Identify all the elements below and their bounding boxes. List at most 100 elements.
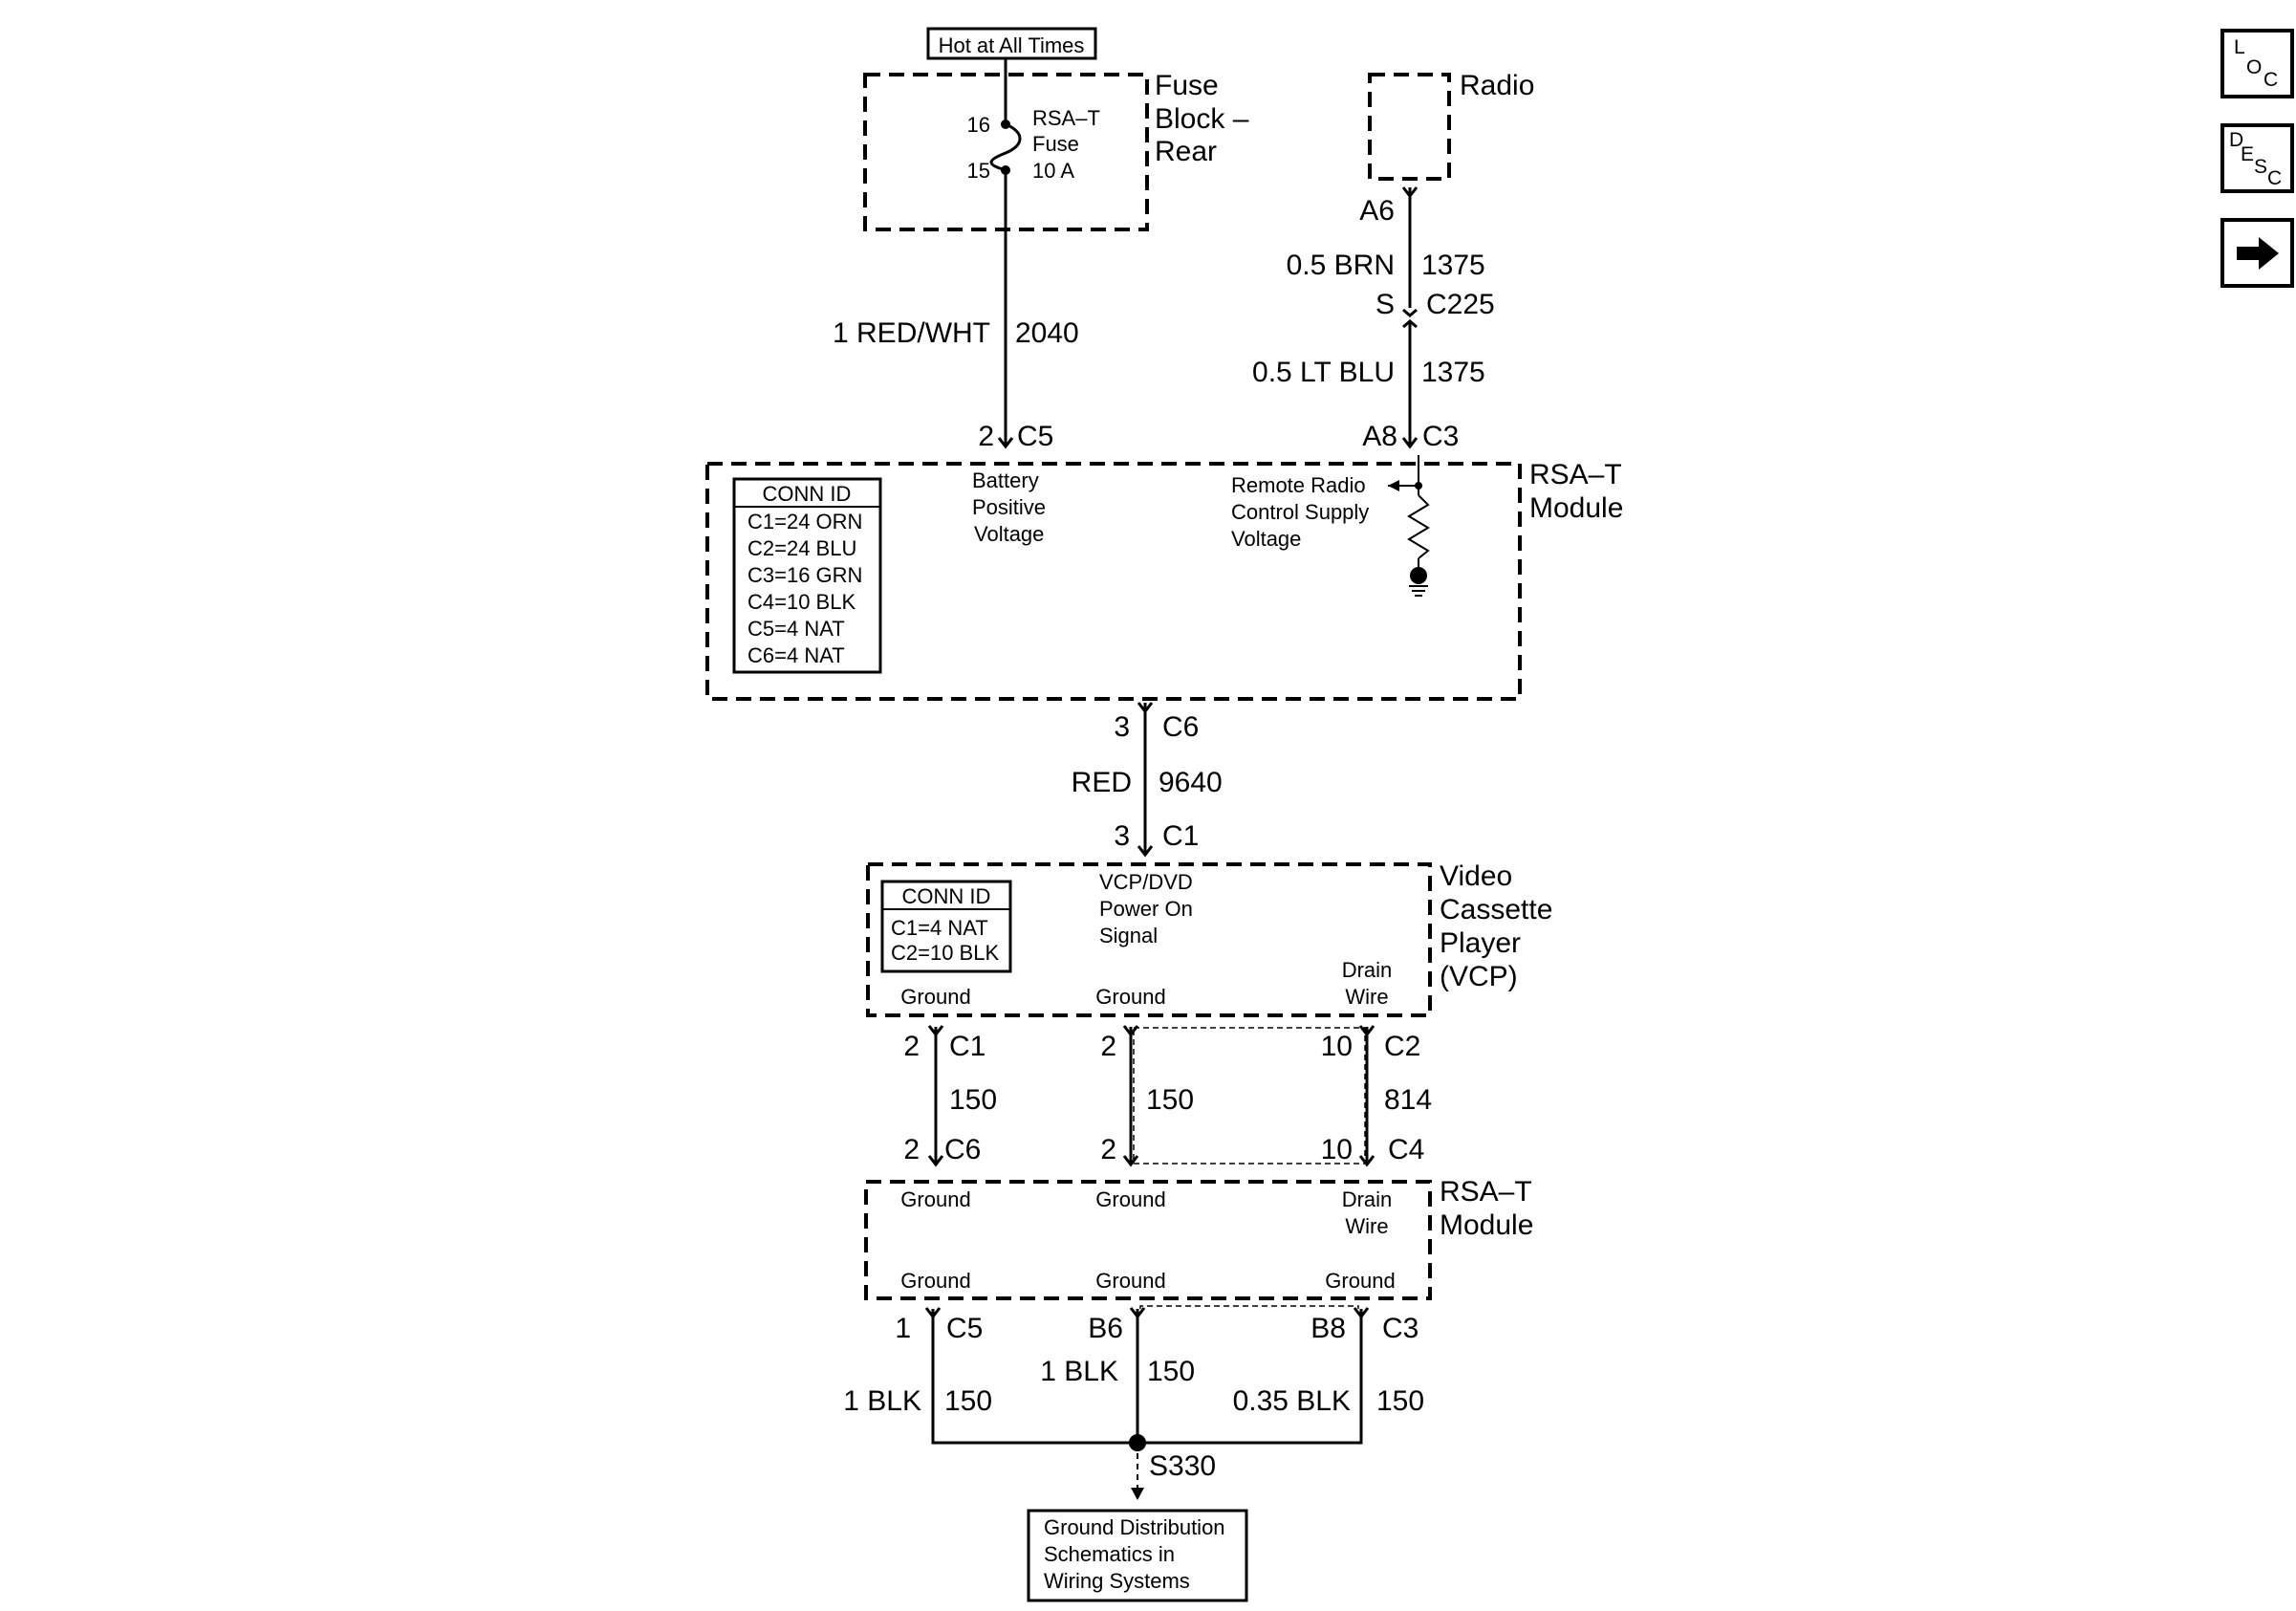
vcp-outline: [866, 862, 1432, 1017]
rsa-t-module-bottom: RSA–T Module Ground Ground Drain Wire Gr…: [864, 1176, 1533, 1300]
ground-wire-b1-color: 1 BLK: [843, 1385, 921, 1417]
wire-1375-brn-color: 0.5 BRN: [1287, 250, 1395, 281]
ground-wire-b1-line: [931, 1309, 1137, 1445]
fuse-rating: 10 A: [1032, 159, 1074, 183]
vcp-ground1-conn: C1: [949, 1031, 986, 1062]
vcp-conn-id-title: CONN ID: [902, 884, 991, 908]
rsa-c5-ground-pin: 1: [895, 1313, 911, 1344]
vcp-signal-label-3: Signal: [1099, 924, 1158, 947]
wire-1375-brn-circuit: 1375: [1421, 250, 1485, 281]
description-button[interactable]: D E S C: [2220, 123, 2294, 193]
rsa-bottom-ground-3: Ground: [1325, 1269, 1395, 1293]
radio: Radio A6: [1359, 70, 1534, 227]
rsa-top-conn-id-row: C4=10 BLK: [747, 590, 856, 614]
vcp-name-3: Player: [1440, 927, 1521, 959]
ground-wire-b1-circuit: 150: [944, 1385, 992, 1417]
description-button-frame[interactable]: [2220, 123, 2294, 193]
ground-reference-line-2: Schematics in: [1044, 1542, 1175, 1566]
cable-shield: [1133, 1027, 1366, 1165]
ground-reference-line-1: Ground Distribution: [1044, 1515, 1225, 1539]
wire-9640-circuit: 9640: [1159, 767, 1223, 798]
rsa-t-module-top-name-1: RSA–T: [1529, 459, 1622, 490]
rsa-bottom-top-ground-2: Ground: [1095, 1187, 1165, 1211]
location-button-frame[interactable]: [2220, 29, 2294, 98]
video-cassette-player: Video Cassette Player (VCP) CONN ID C1=4…: [866, 860, 1552, 1017]
battery-voltage-label-2: Positive: [972, 495, 1046, 519]
rsa-bottom-drain-pin: 10: [1321, 1134, 1353, 1165]
location-button-letter: O: [2246, 56, 2262, 78]
rsa-b8-ground-pin: B8: [1310, 1313, 1346, 1344]
location-button-letter: C: [2264, 69, 2278, 91]
wire-1375-blu-color: 0.5 LT BLU: [1252, 357, 1395, 388]
rsa-t-module-bottom-name-1: RSA–T: [1440, 1176, 1532, 1208]
right-arrow-icon: [2237, 237, 2279, 270]
rsa-b8-ground-conn: C3: [1382, 1313, 1419, 1344]
rsa-bottom-ground-2: Ground: [1095, 1269, 1165, 1293]
rsa-c3-conn: C3: [1422, 421, 1459, 452]
rsa-c5-pin: 2: [978, 421, 994, 452]
vcp-drain-label-2: Wire: [1345, 985, 1388, 1009]
radio-terminal: A6: [1359, 195, 1395, 227]
rsa-top-conn-id-row: C2=24 BLU: [747, 536, 856, 560]
rsa-bottom-drain-label-2: Wire: [1345, 1214, 1388, 1238]
vcp-ground-label-1: Ground: [900, 985, 970, 1009]
fuse-name-1: RSA–T: [1032, 106, 1100, 130]
vcp-conn-id-row: C1=4 NAT: [891, 916, 988, 940]
description-button-letter: S: [2254, 156, 2267, 178]
drain-wire-circuit: 814: [1384, 1084, 1432, 1116]
ground-wire-1-circuit: 150: [949, 1084, 997, 1116]
rsa-bottom-ground1-conn: C6: [944, 1134, 981, 1165]
rsa-c5-ground-conn: C5: [946, 1313, 983, 1344]
rsa-c6-pin: 3: [1114, 711, 1130, 743]
next-page-button[interactable]: [2220, 218, 2294, 288]
fuse-pin-16-dot: [1001, 120, 1010, 129]
rsa-bottom-ground2-pin: 2: [1100, 1134, 1116, 1165]
location-button[interactable]: L O C: [2220, 29, 2294, 98]
pull-down-resistor: [1388, 455, 1430, 597]
wire-9640: 3 C6 RED 9640 3 C1: [1072, 701, 1223, 857]
rsa-bottom-drain-label-1: Drain: [1342, 1187, 1393, 1211]
radio-name: Radio: [1460, 70, 1534, 101]
rsa-c6-conn: C6: [1162, 711, 1199, 743]
c225-male-terminal: [1402, 308, 1418, 317]
resistor-symbol: [1407, 494, 1430, 559]
rsa-bottom-ground-1: Ground: [900, 1269, 970, 1293]
hot-at-all-times-label-box: [926, 27, 1097, 60]
hot-at-all-times-label: Hot at All Times: [939, 33, 1085, 57]
ground-wire-b3-line: [1137, 1309, 1363, 1445]
ground-distribution-reference[interactable]: Ground Distribution Schematics in Wiring…: [1027, 1509, 1248, 1602]
rsa-top-conn-id-row: C6=4 NAT: [747, 643, 845, 667]
ground-cable-shield: [1139, 1305, 1359, 1309]
rsa-top-conn-id-title: CONN ID: [763, 482, 852, 506]
fuse-pin-16: 16: [967, 113, 990, 137]
vcp-name-1: Video: [1440, 860, 1512, 892]
fuse-name-2: Fuse: [1032, 132, 1079, 156]
ground-reference-box[interactable]: [1027, 1509, 1248, 1602]
vcp-signal-label-1: VCP/DVD: [1099, 870, 1193, 894]
vcp-name-2: Cassette: [1440, 894, 1552, 925]
rsa-bottom-ground1-pin: 2: [903, 1134, 920, 1165]
vcp-conn-id-table: CONN ID C1=4 NAT C2=10 BLK: [880, 880, 1012, 973]
rsa-top-conn-id-table: CONN ID C1=24 ORN C2=24 BLU C3=16 GRN C4…: [732, 477, 882, 674]
rsa-top-conn-id-row: C3=16 GRN: [747, 563, 862, 587]
wire-2040: 1 RED/WHT 2040 2 C5: [833, 170, 1079, 452]
down-arrow-icon: [1131, 1488, 1144, 1500]
rsa-t-module-top-name-2: Module: [1529, 492, 1623, 524]
remote-supply-label-1: Remote Radio: [1231, 473, 1366, 497]
c225-conn: C225: [1426, 289, 1495, 320]
fuse-block-rear: Hot at All Times Fuse Block – Rear 16 15…: [863, 27, 1249, 231]
battery-voltage-label-3: Voltage: [974, 522, 1044, 546]
vcp-c1-conn: C1: [1162, 820, 1199, 852]
rsa-t-module-top: RSA–T Module CONN ID C1=24 ORN C2=24 BLU…: [705, 455, 1623, 701]
wire-9640-color: RED: [1072, 767, 1132, 798]
rsa-c5-conn: C5: [1017, 421, 1053, 452]
ground-wire-b3-circuit: 150: [1376, 1385, 1424, 1417]
rsa-top-conn-id-box: [732, 477, 882, 674]
vcp-drain-label-1: Drain: [1342, 958, 1393, 982]
fuse-symbol: [989, 122, 1022, 172]
rsa-bottom-drain-conn: C4: [1388, 1134, 1424, 1165]
location-button-letter: L: [2234, 36, 2245, 58]
vcp-name-4: (VCP): [1440, 961, 1518, 992]
rsa-t-module-top-outline: [705, 462, 1522, 701]
